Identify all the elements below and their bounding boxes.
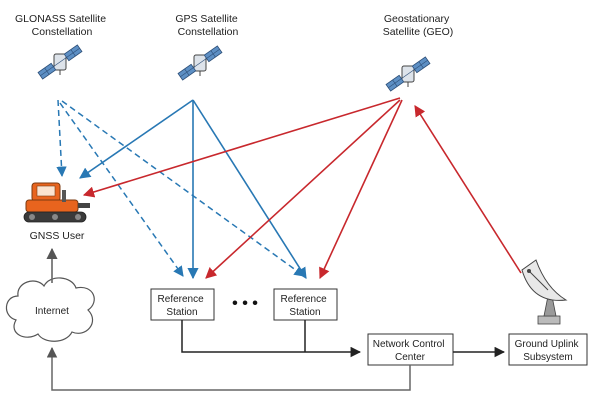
gps-to-user-arrow	[79, 99, 194, 179]
geo-to-user-arrow	[82, 97, 401, 198]
stations-to-ncc-arrow	[181, 320, 362, 358]
ground-uplink-subsystem	[508, 333, 588, 366]
reference-station-right-label: Reference Station	[281, 294, 330, 318]
geo-label: Geostationary Satellite (GEO)	[383, 13, 454, 38]
reference-station-left-label: Reference Station	[158, 294, 207, 318]
glonass-to-user-arrow	[56, 99, 67, 178]
stations-ellipsis: • • •	[232, 295, 258, 312]
glonass-to-station-left-arrow	[59, 102, 184, 277]
gps-to-station-right-arrow	[192, 99, 307, 279]
tractor-icon	[23, 182, 90, 223]
gps-signals	[79, 99, 307, 280]
internet-label: Internet	[35, 306, 69, 317]
satellite-dish-icon	[521, 259, 568, 325]
glonass-label: GLONASS Satellite Constellation	[15, 13, 109, 38]
gps-satellite-icon	[177, 45, 223, 81]
reference-station-right	[273, 288, 338, 321]
ncc-label: Network Control Center	[373, 339, 447, 363]
geo-to-station-left-arrow	[205, 99, 401, 279]
geo-to-station-right-arrow	[319, 99, 403, 280]
geo-satellite-icon	[385, 56, 431, 92]
uplink-to-geo-arrow	[414, 105, 522, 274]
gnss-user-label: GNSS User	[30, 230, 85, 242]
reference-station-left	[150, 288, 215, 321]
internet-cloud-icon	[5, 277, 95, 342]
geo-signals	[82, 97, 522, 280]
glonass-satellite-icon	[37, 44, 83, 80]
glonass-to-station-right-arrow	[61, 100, 305, 277]
network-control-center	[367, 333, 454, 366]
gps-label: GPS Satellite Constellation	[175, 13, 240, 38]
uplink-label: Ground Uplink Subsystem	[515, 339, 582, 363]
glonass-signals	[56, 99, 305, 277]
ncc-to-internet-arrow	[46, 346, 411, 391]
